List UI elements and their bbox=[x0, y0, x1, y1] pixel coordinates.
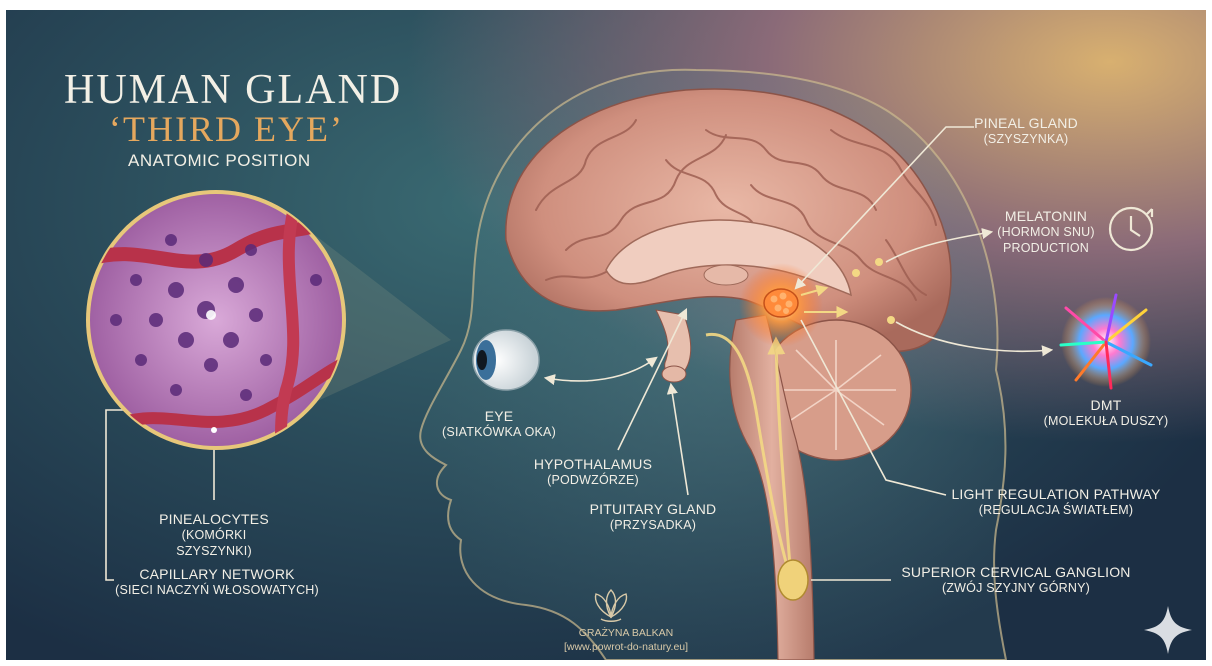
author-credit: GRAŻYNA BALKAN [www.powrot-do-natury.eu] bbox=[521, 626, 731, 654]
label-pineal-gland: PINEAL GLAND (SZYSZYNKA) bbox=[956, 115, 1096, 147]
label-hypothalamus-main: HYPOTHALAMUS bbox=[534, 456, 652, 472]
starburst-icon bbox=[1061, 295, 1151, 388]
label-hypothalamus: HYPOTHALAMUS (PODWZÓRZE) bbox=[528, 456, 658, 488]
label-pituitary: PITUITARY GLAND (PRZYSADKA) bbox=[583, 501, 723, 533]
label-melatonin-main: MELATONIN bbox=[1005, 208, 1087, 224]
label-pituitary-sub: (PRZYSADKA) bbox=[583, 517, 723, 533]
ganglion-shape bbox=[778, 560, 808, 600]
title-line-2: ‘THIRD EYE’ bbox=[109, 108, 344, 150]
label-melatonin: MELATONIN (HORMON SNU) PRODUCTION bbox=[991, 208, 1101, 256]
title-line-3: ANATOMIC POSITION bbox=[128, 151, 311, 171]
author-name: GRAŻYNA BALKAN bbox=[521, 626, 731, 640]
sparkle-icon bbox=[1144, 606, 1192, 654]
label-capillary-main: CAPILLARY NETWORK bbox=[139, 566, 294, 582]
label-pinealocytes-sub: (KOMÓRKI SZYSZYNKI) bbox=[144, 527, 284, 559]
pituitary-shape bbox=[662, 366, 686, 382]
label-pinealocytes-main: PINEALOCYTES bbox=[159, 511, 269, 527]
title-line-1: HUMAN GLAND bbox=[64, 66, 402, 114]
author-url: [www.powrot-do-natury.eu] bbox=[521, 640, 731, 654]
label-eye-sub: (SIATKÓWKA OKA) bbox=[434, 424, 564, 440]
label-light-pathway-sub: (REGULACJA ŚWIATŁEM) bbox=[941, 502, 1171, 518]
label-ganglion-sub: (ZWÓJ SZYJNY GÓRNY) bbox=[891, 580, 1141, 596]
capillary-leader bbox=[106, 410, 124, 580]
label-capillary-sub: (SIECI NACZYŃ WŁOSOWATYCH) bbox=[102, 582, 332, 598]
label-melatonin-sub1: (HORMON SNU) bbox=[991, 224, 1101, 240]
label-dmt: DMT (MOLEKUŁA DUSZY) bbox=[1026, 397, 1186, 429]
label-capillary-network: CAPILLARY NETWORK (SIECI NACZYŃ WŁOSOWAT… bbox=[102, 566, 332, 598]
label-dmt-main: DMT bbox=[1091, 397, 1122, 413]
label-melatonin-sub2: PRODUCTION bbox=[991, 240, 1101, 256]
infographic-canvas: HUMAN GLAND ‘THIRD EYE’ ANATOMIC POSITIO… bbox=[6, 10, 1206, 660]
eye-illustration bbox=[473, 330, 539, 390]
label-light-pathway-main: LIGHT REGULATION PATHWAY bbox=[951, 486, 1160, 502]
clock-icon bbox=[1110, 208, 1152, 250]
label-ganglion-main: SUPERIOR CERVICAL GANGLION bbox=[901, 564, 1130, 580]
label-pineal-main: PINEAL GLAND bbox=[974, 115, 1078, 131]
label-light-pathway: LIGHT REGULATION PATHWAY (REGULACJA ŚWIA… bbox=[941, 486, 1171, 518]
histology-inset bbox=[86, 190, 351, 470]
label-pineal-sub: (SZYSZYNKA) bbox=[956, 131, 1096, 147]
label-pituitary-main: PITUITARY GLAND bbox=[590, 501, 717, 517]
label-eye: EYE (SIATKÓWKA OKA) bbox=[434, 408, 564, 440]
label-ganglion: SUPERIOR CERVICAL GANGLION (ZWÓJ SZYJNY … bbox=[891, 564, 1141, 596]
label-dmt-sub: (MOLEKUŁA DUSZY) bbox=[1026, 413, 1186, 429]
label-hypothalamus-sub: (PODWZÓRZE) bbox=[528, 472, 658, 488]
label-pinealocytes: PINEALOCYTES (KOMÓRKI SZYSZYNKI) bbox=[144, 511, 284, 559]
label-eye-main: EYE bbox=[485, 408, 514, 424]
